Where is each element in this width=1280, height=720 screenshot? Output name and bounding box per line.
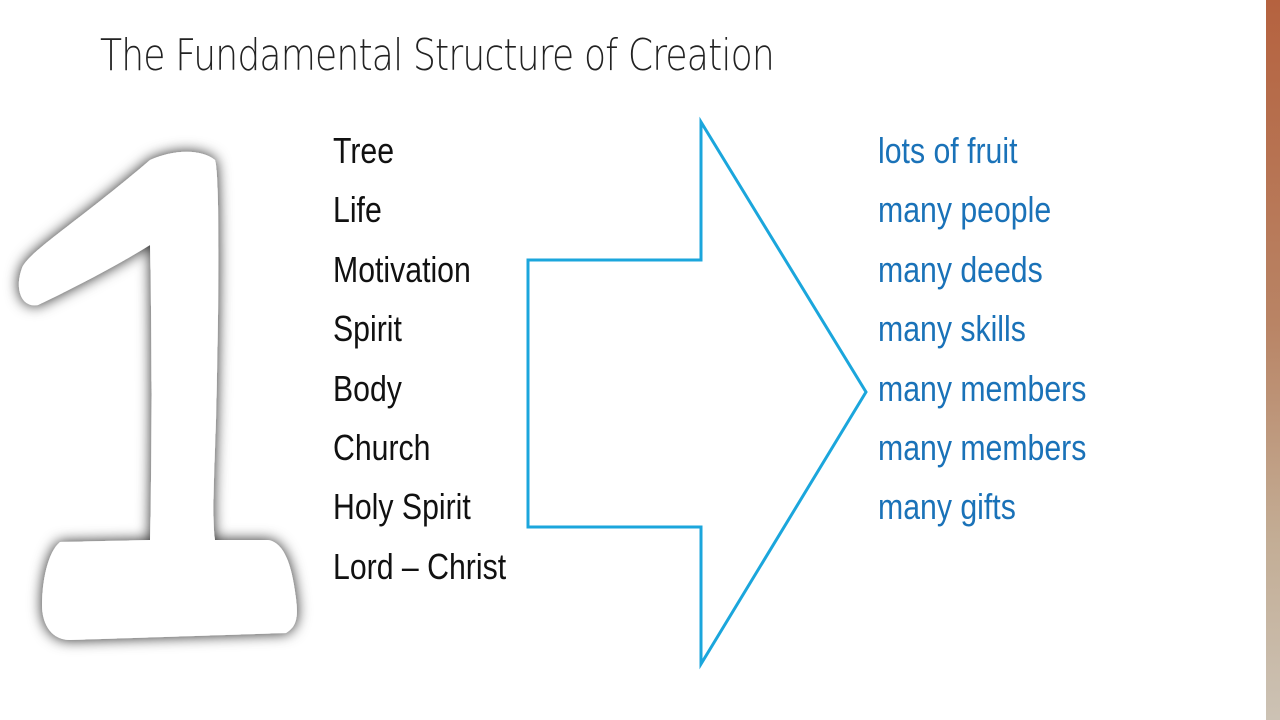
result-item: many members [878, 367, 1087, 409]
numeral-one-graphic [18, 151, 297, 640]
result-list: lots of fruit many people many deeds man… [878, 121, 1126, 537]
decorative-edge-strip [1266, 0, 1280, 720]
result-item: many deeds [878, 248, 1043, 290]
numeral-one-shape [18, 151, 297, 640]
attribute-item: Spirit [333, 308, 402, 350]
result-item: many skills [878, 308, 1026, 350]
attribute-item: Lord – Christ [333, 545, 507, 587]
attribute-list: Tree Life Motivation Spirit Body Church … [333, 121, 539, 596]
attribute-item: Holy Spirit [333, 486, 471, 528]
right-arrow-shape [526, 116, 868, 670]
slide-title: The Fundamental Structure of Creation [100, 30, 775, 81]
result-item: many members [878, 426, 1087, 468]
attribute-item: Tree [333, 130, 395, 171]
attribute-item: Church [333, 426, 431, 468]
result-item: many people [878, 189, 1052, 231]
attribute-item: Motivation [333, 248, 471, 290]
attribute-item: Life [333, 189, 382, 231]
result-item: many gifts [878, 486, 1016, 528]
result-item: lots of fruit [878, 130, 1018, 171]
attribute-item: Body [333, 367, 402, 409]
